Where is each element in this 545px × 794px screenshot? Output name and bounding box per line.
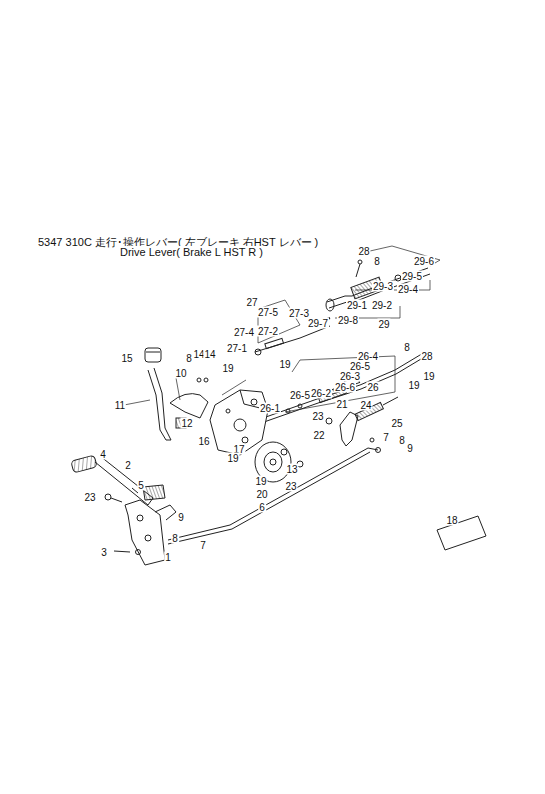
callout-number: 8	[398, 435, 406, 446]
callout-number: 26	[366, 382, 379, 393]
callout-number: 6	[258, 502, 266, 513]
callout-number: 26-5	[289, 390, 311, 401]
callout-number: 16	[197, 436, 210, 447]
link-rod	[255, 326, 330, 355]
callout-number: 29-5	[401, 271, 423, 282]
callout-number: 19	[254, 476, 267, 487]
callout-number: 21	[335, 399, 348, 410]
callout-number: 29-7	[307, 318, 329, 329]
callout-number: 2	[124, 460, 132, 471]
arm-spring	[326, 397, 398, 446]
callout-number: 18	[445, 515, 458, 526]
callout-number: 1	[164, 552, 172, 563]
callout-number: 27-5	[257, 307, 279, 318]
callout-number: 27-1	[226, 343, 248, 354]
callout-number: 27-4	[233, 327, 255, 338]
callout-number: 22	[312, 430, 325, 441]
callout-number: 23	[311, 411, 324, 422]
callout-number: 26-6	[334, 382, 356, 393]
lever-bracket	[210, 390, 268, 455]
callout-number: 29-2	[371, 300, 393, 311]
callout-number: 28	[420, 351, 433, 362]
callout-number: 29-4	[397, 284, 419, 295]
callout-number: 8	[373, 256, 381, 267]
callout-number: 24	[359, 400, 372, 411]
long-rod	[168, 448, 381, 545]
callout-number: 19	[422, 371, 435, 382]
callout-number: 14	[203, 349, 216, 360]
callout-number: 26-1	[259, 403, 281, 414]
callout-number: 23	[83, 492, 96, 503]
callout-number: 10	[174, 368, 187, 379]
callout-number: 29-6	[413, 256, 435, 267]
callout-number: 8	[403, 342, 411, 353]
callout-number: 7	[199, 540, 207, 551]
leader-lines	[124, 246, 440, 412]
callout-number: 19	[221, 363, 234, 374]
rod-assembly	[263, 352, 428, 422]
callout-number: 15	[120, 353, 133, 364]
callout-number: 19	[407, 380, 420, 391]
callout-number: 7	[382, 432, 390, 443]
callout-number: 20	[255, 489, 268, 500]
callout-number: 5	[137, 480, 145, 491]
diagram-subtitle: Drive Lever( Brake L HST R )	[120, 246, 263, 259]
cable-assembly	[310, 260, 430, 325]
callout-number: 8	[171, 533, 179, 544]
callout-number: 28	[357, 246, 370, 257]
callout-number: 29	[377, 319, 390, 330]
callout-number: 19	[226, 453, 239, 464]
callout-number: 25	[390, 418, 403, 429]
callout-number: 26-3	[339, 371, 361, 382]
callout-number: 12	[180, 418, 193, 429]
callout-number: 11	[114, 400, 126, 411]
callout-number: 29-3	[372, 281, 394, 292]
brake-pedal	[71, 455, 176, 565]
callout-number: 29-1	[346, 300, 368, 311]
callout-number: 26-2	[310, 388, 332, 399]
hst-lever	[145, 348, 208, 440]
callout-number: 3	[100, 547, 108, 558]
callout-number: 9	[177, 512, 185, 523]
callout-number: 27-2	[257, 326, 279, 337]
callout-number: 29-8	[337, 315, 359, 326]
callout-number: 4	[99, 449, 107, 460]
callout-number: 23	[284, 481, 297, 492]
callout-number: 9	[406, 443, 414, 454]
callout-number: 13	[285, 464, 298, 475]
pad	[437, 516, 486, 550]
callout-number: 19	[278, 359, 291, 370]
